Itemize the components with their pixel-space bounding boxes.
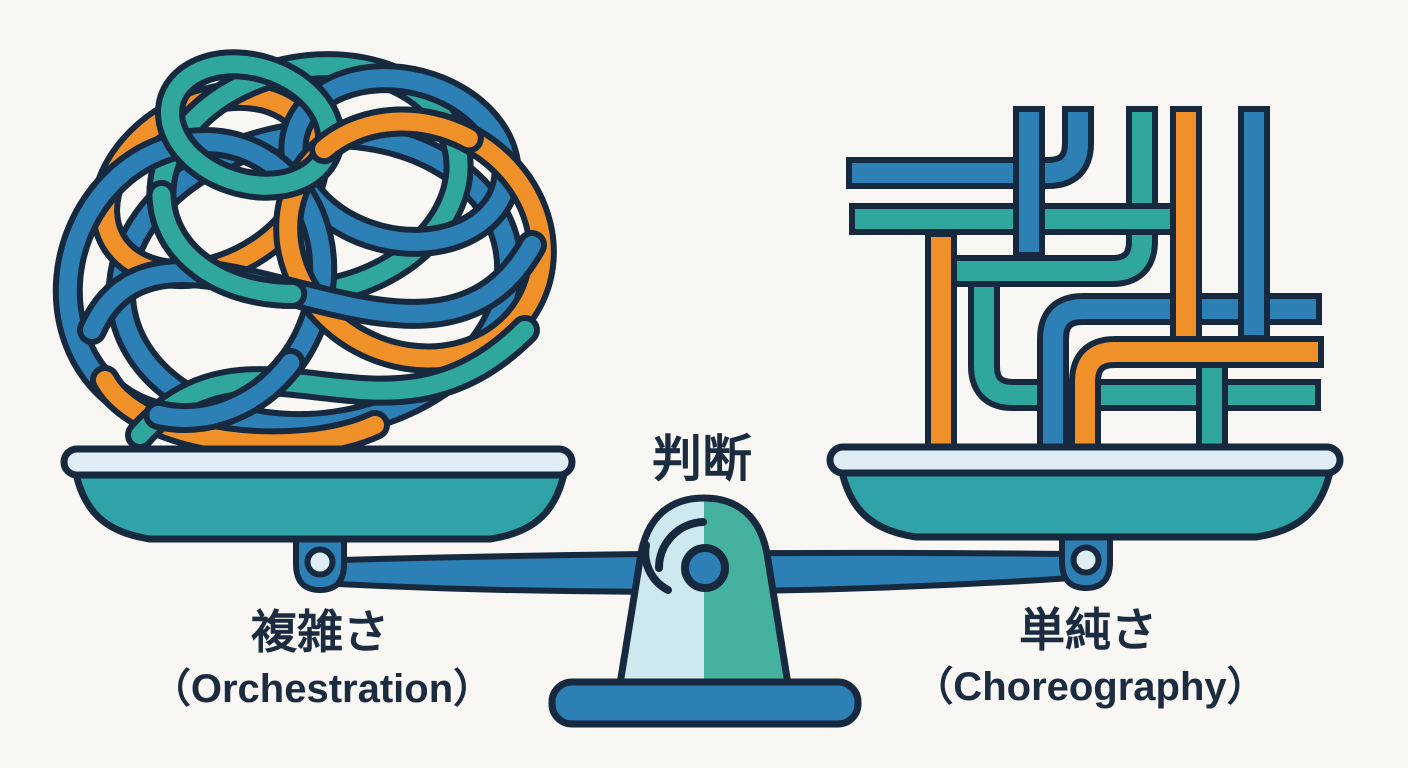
dome-arc-outer [654, 518, 707, 572]
organized-pipes-icon [846, 106, 1324, 464]
right-label-en: （Choreography） [913, 665, 1266, 709]
fulcrum-dome [616, 494, 792, 688]
left-label-jp: 複雑さ [251, 606, 389, 658]
balance-scale [60, 443, 1344, 728]
right-hanger-pin [1070, 544, 1102, 576]
left-label-en: （Orchestration） [151, 667, 493, 711]
scale-base [548, 678, 862, 728]
dome-arc-inner [641, 541, 672, 594]
left-pan [60, 445, 576, 543]
center-label: 判断 [652, 431, 752, 487]
right-label-jp: 単純さ [1019, 604, 1157, 656]
pivot-bolt [681, 544, 729, 592]
tangled-knot-icon [52, 49, 557, 459]
left-hanger-pin [304, 546, 336, 578]
right-pan [826, 443, 1344, 541]
